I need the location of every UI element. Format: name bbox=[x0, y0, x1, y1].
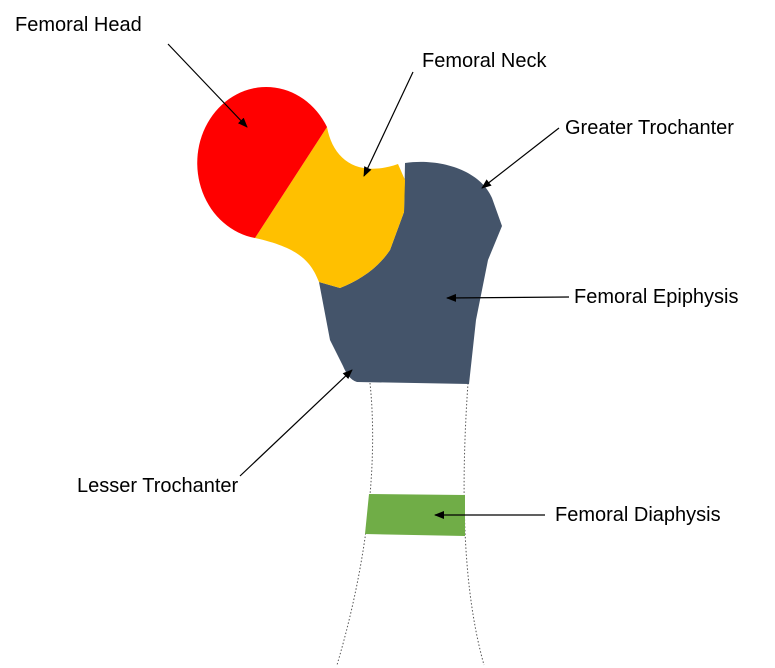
label-lesser-trochanter: Lesser Trochanter bbox=[77, 475, 239, 497]
femoral-head-region bbox=[197, 87, 327, 238]
femoral-diaphysis-region bbox=[365, 494, 465, 536]
femoral-epiphysis-region bbox=[319, 161, 502, 384]
label-femoral-diaphysis: Femoral Diaphysis bbox=[555, 504, 721, 526]
shaft-right-outline bbox=[463, 382, 485, 666]
label-femoral-head: Femoral Head bbox=[15, 14, 142, 36]
arrow-femoral-neck bbox=[363, 71, 414, 177]
arrow-greater-trochanter bbox=[481, 127, 560, 189]
femoral-neck-region bbox=[255, 127, 405, 288]
label-greater-trochanter: Greater Trochanter bbox=[565, 117, 734, 139]
arrow-femoral-head bbox=[167, 43, 248, 128]
arrow-lesser-trochanter bbox=[239, 369, 353, 477]
arrow-femoral-epiphysis bbox=[446, 293, 570, 302]
label-femoral-neck: Femoral Neck bbox=[422, 50, 547, 72]
label-femoral-epiphysis: Femoral Epiphysis bbox=[574, 286, 739, 308]
